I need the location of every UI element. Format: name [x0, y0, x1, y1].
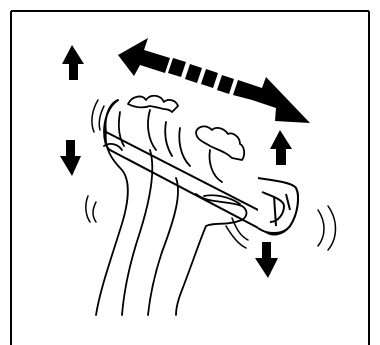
motion-line	[86, 196, 90, 222]
finger-line	[148, 110, 156, 150]
double-headed-shake-arrow	[118, 38, 310, 123]
arrow-up-left	[62, 45, 84, 80]
left-wrist-inner	[122, 150, 152, 315]
shake-arrow-dash	[201, 69, 218, 88]
right-hand-fingers	[196, 126, 244, 160]
shake-arrow-dash	[185, 64, 202, 83]
arrow-down-left	[60, 140, 81, 176]
motion-line	[99, 106, 104, 130]
shake-arrow-right-head	[233, 77, 310, 123]
toner-cartridge	[104, 100, 298, 234]
shake-arrow-dash	[168, 58, 186, 77]
finger-line	[165, 122, 172, 156]
motion-line	[92, 100, 98, 132]
motion-line	[93, 202, 96, 222]
cartridge-end-cap	[258, 178, 298, 233]
shake-arrow-left-head	[118, 38, 170, 76]
arrow-up-right	[270, 130, 292, 165]
right-wrist-outer	[148, 178, 178, 315]
vertical-arrows	[60, 45, 292, 278]
finger-line	[210, 150, 223, 182]
motion-line	[328, 206, 336, 250]
left-wrist-outer	[96, 132, 128, 315]
finger-line	[179, 128, 190, 166]
arrow-down-right	[255, 242, 278, 278]
motion-lines	[86, 100, 336, 250]
shake-arrow-dash	[217, 75, 234, 94]
motion-line	[318, 210, 324, 246]
left-hand-fingers	[128, 96, 178, 112]
